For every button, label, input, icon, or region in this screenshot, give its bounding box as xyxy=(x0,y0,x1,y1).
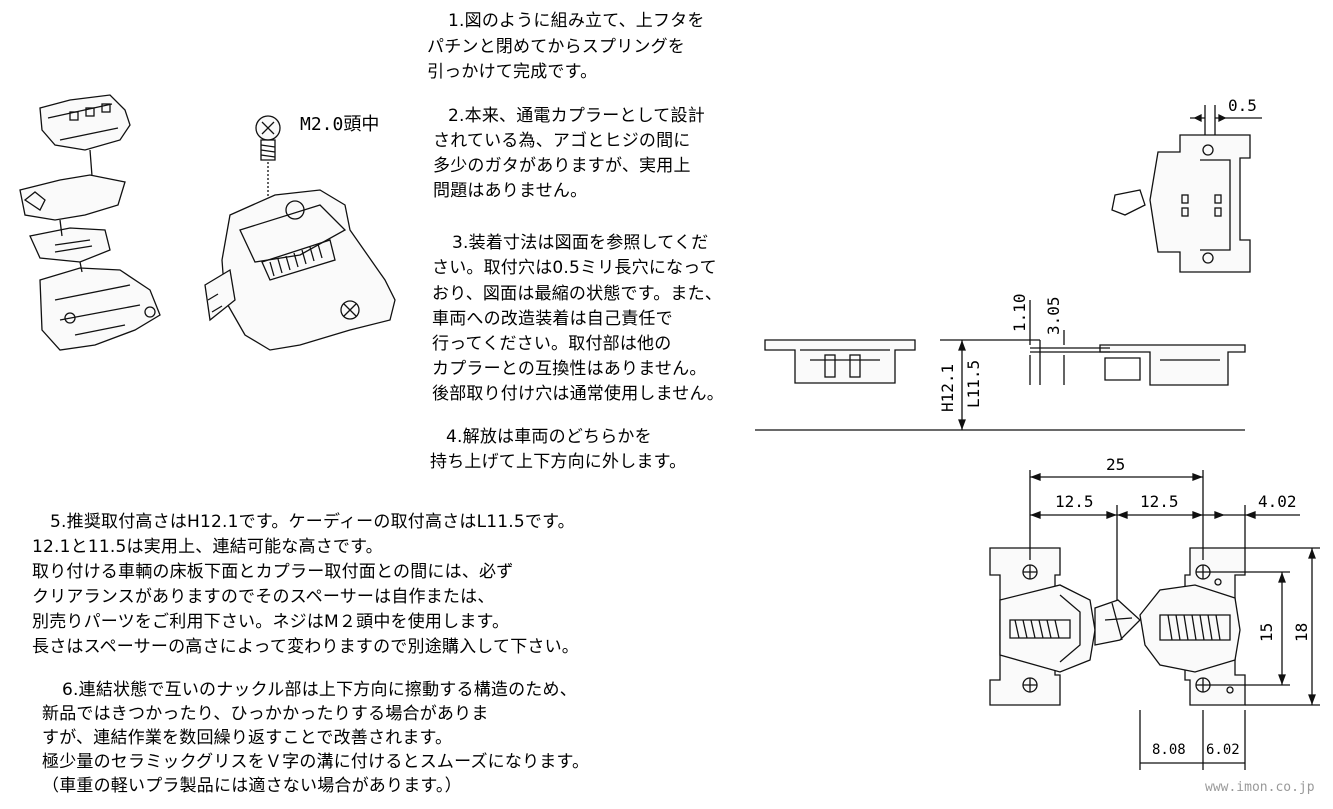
note-3-line-3: おり、図面は最縮の状態です。また、 xyxy=(432,284,723,304)
note-5-line-3: 取り付ける車輌の床板下面とカプラー取付面との間には、必ず xyxy=(32,562,514,582)
note-1-line-1: 1.図のように組み立て、上フタを xyxy=(448,11,705,31)
note-1-line-2: パチンと閉めてからスプリングを xyxy=(427,37,685,57)
note-2-line-4: 問題はありません。 xyxy=(433,181,588,201)
watermark: www.imon.co.jp xyxy=(1205,780,1315,795)
note-3-line-1: 3.装着寸法は図面を参照してくだ xyxy=(452,233,709,253)
side-view-left-drawing xyxy=(764,339,916,384)
dim-25: 25 xyxy=(1106,455,1126,474)
note-5-line-4: クリアランスがありますのでそのスペーサーは自作または、 xyxy=(32,587,495,607)
note-6-line-5: （車重の軽いプラ製品には適さない場合があります。） xyxy=(42,776,462,796)
note-3-line-5: 行ってください。取付部は他の xyxy=(432,334,672,354)
exploded-assembly-drawing xyxy=(19,94,161,351)
note-6-line-4: 極少量のセラミックグリスをＶ字の溝に付けるとスムーズになります。 xyxy=(42,752,590,772)
note-6-line-2: 新品ではきつかったり、ひっかかったりする場合がありま xyxy=(42,704,489,724)
side-view-right-drawing xyxy=(1099,344,1246,386)
height-dimension-lines xyxy=(755,300,1245,431)
note-5-line-6: 長さはスペーサーの高さによって変わりますので別途購入して下さい。 xyxy=(32,637,579,657)
note-6-line-3: すが、連結作業を数回繰り返すことで改善されます。 xyxy=(42,728,453,748)
note-3-line-7: 後部取り付け穴は通常使用しません。 xyxy=(432,384,724,404)
dim-1-10: 1.10 xyxy=(1010,293,1029,332)
dim-15: 15 xyxy=(1257,622,1276,642)
note-5-line-5: 別売りパーツをご利用下さい。ネジはM２頭中を使用します。 xyxy=(32,612,510,632)
note-2-line-2: されている為、アゴとヒジの間に xyxy=(433,131,691,151)
note-2-line-1: 2.本来、通電カプラーとして設計 xyxy=(448,106,705,126)
dim-6-02: 6.02 xyxy=(1206,742,1240,758)
plan-view-dimension-lines xyxy=(1029,470,1320,770)
note-4-line-2: 持ち上げて上下方向に外します。 xyxy=(430,452,687,472)
note-5-line-1: 5.推奨取付高さはH12.1です。ケーディーの取付高さはL11.5です。 xyxy=(50,512,575,532)
note-4-line-1: 4.解放は車両のどちらかを xyxy=(446,427,652,447)
plan-view-coupled-drawing xyxy=(989,547,1246,706)
note-5-line-2: 12.1と11.5は実用上、連結可能な高さです。 xyxy=(32,537,383,557)
dim-12-5-left: 12.5 xyxy=(1055,492,1094,511)
note-3-line-2: さい。取付穴は0.5ミリ長穴になって xyxy=(432,258,717,278)
note-2-line-3: 多少のガタがありますが、実用上 xyxy=(433,156,691,176)
note-3-line-4: 車両への改造装着は自己責任で xyxy=(432,309,673,329)
assembled-coupler-drawing xyxy=(204,115,396,351)
dim-0-5: 0.5 xyxy=(1228,96,1257,115)
top-view-small-drawing xyxy=(1111,105,1262,273)
dim-8-08: 8.08 xyxy=(1152,742,1186,758)
note-1-line-3: 引っかけて完成です。 xyxy=(427,62,598,82)
dim-18: 18 xyxy=(1292,622,1311,642)
dim-l11-5: L11.5 xyxy=(964,359,983,408)
note-6-line-1: 6.連結状態で互いのナックル部は上下方向に擦動する構造のため、 xyxy=(62,680,577,700)
dim-h12-1: H12.1 xyxy=(938,363,957,412)
dim-12-5-right: 12.5 xyxy=(1140,492,1179,511)
screw-label: M2.0頭中 xyxy=(300,114,380,135)
dim-3-05: 3.05 xyxy=(1044,296,1063,335)
note-3-line-6: カプラーとの互換性はありません。 xyxy=(432,359,707,379)
dim-4-02: 4.02 xyxy=(1258,492,1297,511)
